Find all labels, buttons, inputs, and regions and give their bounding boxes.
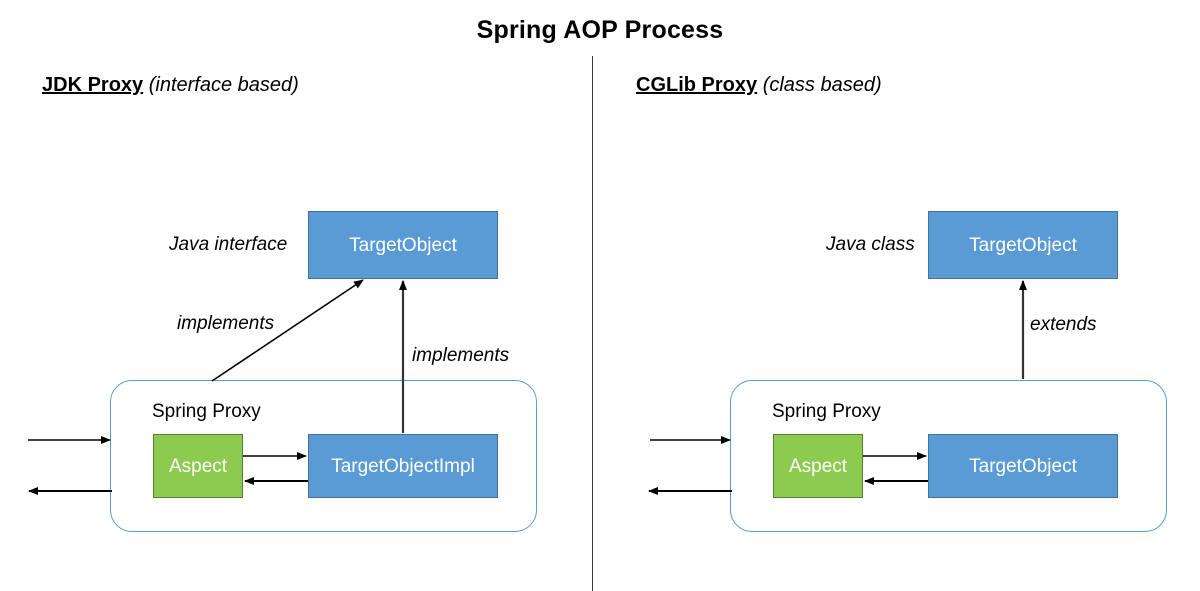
jdk-proxy-heading: JDK Proxy (interface based) (42, 74, 299, 97)
cglib-proxy-heading-kind: CGLib Proxy (636, 74, 758, 96)
java-class-label: Java class (826, 234, 915, 255)
jdk-proxy-heading-kind: JDK Proxy (42, 74, 144, 96)
jdk-target-object-node[interactable]: TargetObject (308, 211, 498, 279)
cglib-spring-proxy-title: Spring Proxy (772, 401, 881, 422)
cglib-extends-label: extends (1030, 314, 1097, 335)
cglib-proxy-heading-qualifier: (class based) (762, 74, 882, 96)
cglib-target-object-node[interactable]: TargetObject (928, 211, 1118, 279)
jdk-implements-diagonal-label: implements (177, 313, 275, 334)
cglib-target-object-inner-node[interactable]: TargetObject (928, 434, 1118, 498)
jdk-aspect-node[interactable]: Aspect (153, 434, 243, 498)
cglib-aspect-node[interactable]: Aspect (773, 434, 863, 498)
jdk-target-object-impl-node[interactable]: TargetObjectImpl (308, 434, 498, 498)
java-interface-label: Java interface (169, 234, 288, 255)
vertical-divider (592, 56, 593, 591)
jdk-proxy-heading-qualifier: (interface based) (148, 74, 299, 96)
jdk-implements-vertical-label: implements (412, 345, 510, 366)
jdk-spring-proxy-title: Spring Proxy (152, 401, 261, 422)
cglib-spring-proxy-container[interactable] (730, 380, 1167, 532)
page-title: Spring AOP Process (476, 16, 724, 44)
cglib-proxy-heading: CGLib Proxy (class based) (636, 74, 882, 97)
